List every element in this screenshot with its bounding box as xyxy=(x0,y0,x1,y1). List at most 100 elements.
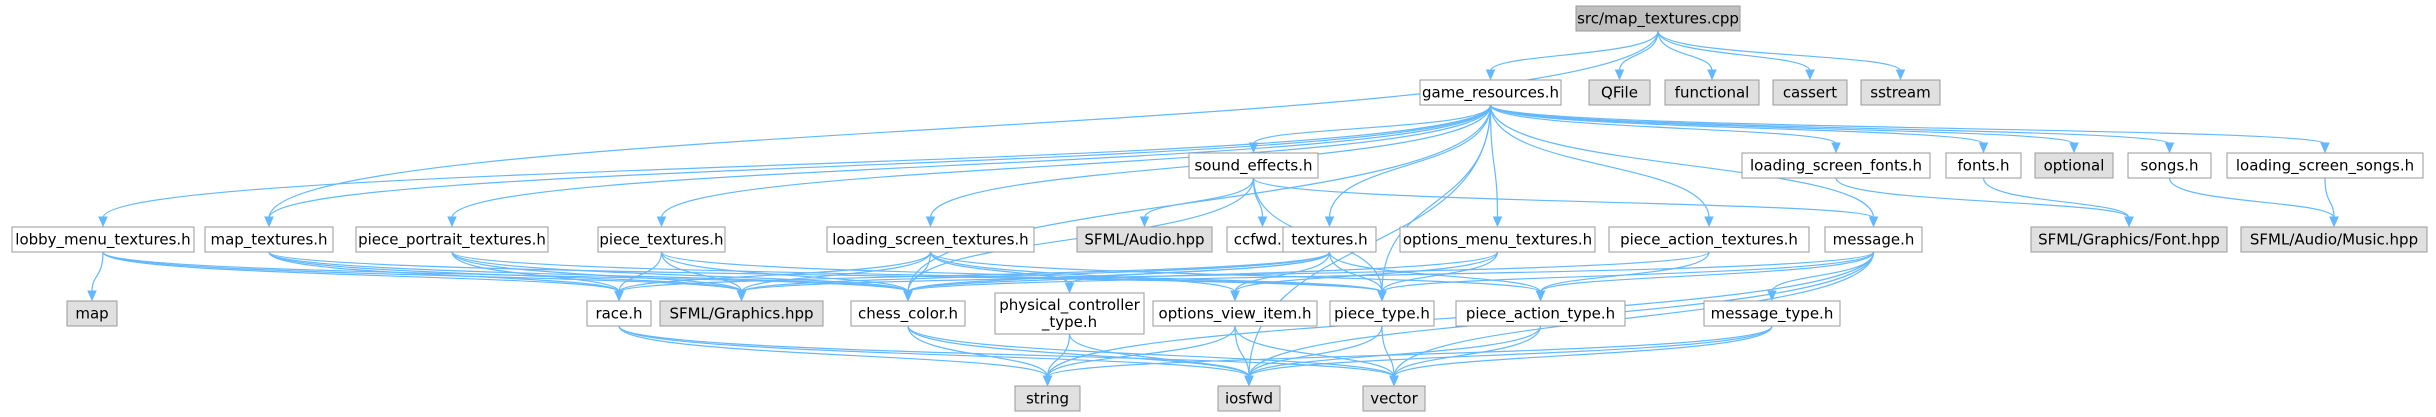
node-label: SFML/Graphics/Font.hpp xyxy=(2038,231,2220,249)
edge-message_type-to-vector xyxy=(1389,325,1773,387)
edge-songs-to-sfml_music xyxy=(2168,177,2339,228)
node-map: map xyxy=(66,300,118,327)
edge-game_resources-to-textures xyxy=(1324,104,1492,228)
node-label: vector xyxy=(1370,390,1418,408)
node-label: piece_type.h xyxy=(1334,305,1430,324)
edge-sound_effects-to-message xyxy=(1252,177,1879,228)
node-options-menu-textures[interactable]: options_menu_textures.h xyxy=(1399,226,1596,253)
edge-root-to-game_resources xyxy=(1485,30,1659,81)
node-game-resources[interactable]: game_resources.h xyxy=(1419,79,1562,106)
edge-game_resources-to-lobby_menu_textures xyxy=(98,104,1492,228)
node-map-textures[interactable]: map_textures.h xyxy=(204,226,334,253)
node-label: race.h xyxy=(595,305,642,323)
edge-game_resources-to-songs xyxy=(1489,104,2175,154)
node-label: loading_screen_fonts.h xyxy=(1750,157,1922,176)
edge-piece_action_type-to-vector xyxy=(1389,325,1542,387)
node-label: _type.h xyxy=(1041,313,1097,332)
node-label: lobby_menu_textures.h xyxy=(15,231,190,250)
node-loading-screen-textures[interactable]: loading_screen_textures.h xyxy=(826,226,1035,253)
node-label: message_type.h xyxy=(1711,305,1834,324)
edge-game_resources-to-piece_textures xyxy=(656,104,1492,228)
edge-loading_screen_fonts-to-sfml_font xyxy=(1835,177,2134,228)
node-options-view-item[interactable]: options_view_item.h xyxy=(1152,300,1318,327)
edge-root-to-sstream xyxy=(1657,30,1906,81)
node-piece-action-type[interactable]: piece_action_type.h xyxy=(1455,300,1626,327)
edge-game_resources-to-options_menu_textures xyxy=(1489,104,1503,228)
node-label: iosfwd xyxy=(1225,390,1273,408)
edge-game_resources-to-loading_screen_songs xyxy=(1489,104,2330,154)
edge-textures-to-race xyxy=(614,251,1331,302)
node-cassert: cassert xyxy=(1772,79,1848,106)
node-label: physical_controller xyxy=(999,296,1140,315)
node-string: string xyxy=(1014,385,1081,412)
node-label: options_view_item.h xyxy=(1159,305,1312,324)
edge-map_textures-to-chess_color xyxy=(268,251,913,302)
node-message[interactable]: message.h xyxy=(1824,226,1923,253)
node-label: sstream xyxy=(1870,84,1930,102)
node-label: piece_textures.h xyxy=(599,231,723,250)
node-physical-controller-type[interactable]: physical_controller_type.h xyxy=(994,292,1145,335)
edge-message_type-to-string xyxy=(1042,325,1773,387)
node-lobby-menu-textures[interactable]: lobby_menu_textures.h xyxy=(11,226,195,253)
node-label: SFML/Audio.hpp xyxy=(1084,231,1204,249)
node-sfml-music: SFML/Audio/Music.hpp xyxy=(2240,226,2428,253)
edge-race-to-iosfwd xyxy=(618,325,1254,387)
node-loading-screen-songs[interactable]: loading_screen_songs.h xyxy=(2226,152,2424,179)
node-textures[interactable]: textures.h xyxy=(1282,226,1377,253)
node-loading-screen-fonts[interactable]: loading_screen_fonts.h xyxy=(1741,152,1931,179)
node-label: SFML/Audio/Music.hpp xyxy=(2250,231,2418,249)
node-sound-effects[interactable]: sound_effects.h xyxy=(1188,152,1319,179)
node-vector: vector xyxy=(1362,385,1426,412)
node-piece-portrait-textures[interactable]: piece_portrait_textures.h xyxy=(355,226,549,253)
node-label: loading_screen_songs.h xyxy=(2236,157,2414,176)
node-label: piece_action_textures.h xyxy=(1620,231,1798,250)
edge-textures-to-physical_controller_type xyxy=(1064,251,1331,294)
node-label: message.h xyxy=(1833,231,1915,249)
edge-game_resources-to-loading_screen_fonts xyxy=(1489,104,1841,154)
node-label: ccfwd.h xyxy=(1234,231,1292,249)
node-label: cassert xyxy=(1783,84,1837,102)
edge-game_resources-to-piece_action_textures xyxy=(1489,104,1714,228)
node-label: functional xyxy=(1675,84,1750,102)
edge-lobby_menu_textures-to-sfml_graphics xyxy=(102,251,747,302)
node-iosfwd: iosfwd xyxy=(1217,385,1281,412)
node-sfml-font: SFML/Graphics/Font.hpp xyxy=(2030,226,2228,253)
node-piece-textures[interactable]: piece_textures.h xyxy=(597,226,726,253)
edge-root-to-functional xyxy=(1657,30,1717,81)
node-label: game_resources.h xyxy=(1422,84,1559,103)
edge-lobby_menu_textures-to-map xyxy=(87,251,104,302)
edge-loading_screen_songs-to-sfml_music xyxy=(2324,177,2339,228)
edge-message-to-piece_action_type xyxy=(1535,251,1875,302)
node-label: piece_action_type.h xyxy=(1466,305,1615,324)
node-label: loading_screen_textures.h xyxy=(832,231,1028,250)
edge-root-to-cassert xyxy=(1657,30,1815,81)
node-message-type[interactable]: message_type.h xyxy=(1703,300,1841,327)
node-songs[interactable]: songs.h xyxy=(2127,152,2212,179)
edge-map_textures-to-sfml_graphics xyxy=(268,251,747,302)
edge-piece_action_textures-to-sfml_graphics xyxy=(736,251,1710,302)
node-piece-action-textures[interactable]: piece_action_textures.h xyxy=(1608,226,1810,253)
edge-game_resources-to-optional xyxy=(1489,104,2079,154)
edge-sound_effects-to-sfml_audio xyxy=(1139,177,1255,228)
node-label: textures.h xyxy=(1291,231,1367,249)
edge-game_resources-to-piece_portrait_textures xyxy=(447,104,1492,228)
node-piece-type[interactable]: piece_type.h xyxy=(1329,300,1435,327)
edge-game_resources-to-sound_effects xyxy=(1248,104,1492,154)
node-fonts[interactable]: fonts.h xyxy=(1945,152,2022,179)
node-chess-color[interactable]: chess_color.h xyxy=(850,300,966,327)
node-label: chess_color.h xyxy=(858,305,958,324)
node-race[interactable]: race.h xyxy=(586,300,652,327)
node-optional: optional xyxy=(2034,152,2114,179)
node-label: optional xyxy=(2044,157,2105,175)
node-label: options_menu_textures.h xyxy=(1403,231,1592,250)
node-label: src/map_textures.cpp xyxy=(1577,10,1739,29)
edge-game_resources-to-map_textures xyxy=(264,104,1492,228)
node-sfml-audio: SFML/Audio.hpp xyxy=(1076,226,1213,253)
edge-message_type-to-iosfwd xyxy=(1244,325,1773,387)
edge-root-to-qfile xyxy=(1614,30,1659,81)
edges xyxy=(87,30,2339,387)
edge-message-to-chess_color xyxy=(903,251,1875,302)
node-label: piece_portrait_textures.h xyxy=(358,231,546,250)
